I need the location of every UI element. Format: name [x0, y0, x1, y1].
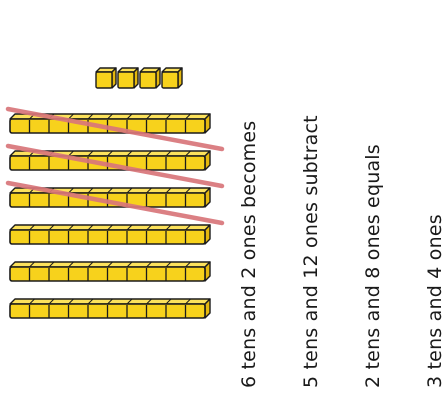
ones-cube [161, 67, 183, 89]
cross-out-line [5, 143, 225, 189]
cross-out-line [5, 106, 225, 152]
ones-cube [139, 67, 161, 89]
tens-rod [9, 224, 211, 245]
statement-4: 3 tens and 4 ones [424, 214, 443, 388]
cross-out-lines [5, 106, 225, 226]
cross-out-line [5, 180, 225, 226]
ones-cube [95, 67, 117, 89]
ones-cube [117, 67, 139, 89]
statement-3: 2 tens and 8 ones equals [362, 144, 384, 388]
tens-rod [9, 298, 211, 319]
ones-cubes [95, 67, 183, 89]
statement-1: 6 tens and 2 ones becomes [238, 120, 260, 388]
statement-2: 5 tens and 12 ones subtract [300, 115, 322, 388]
tens-rod [9, 261, 211, 282]
